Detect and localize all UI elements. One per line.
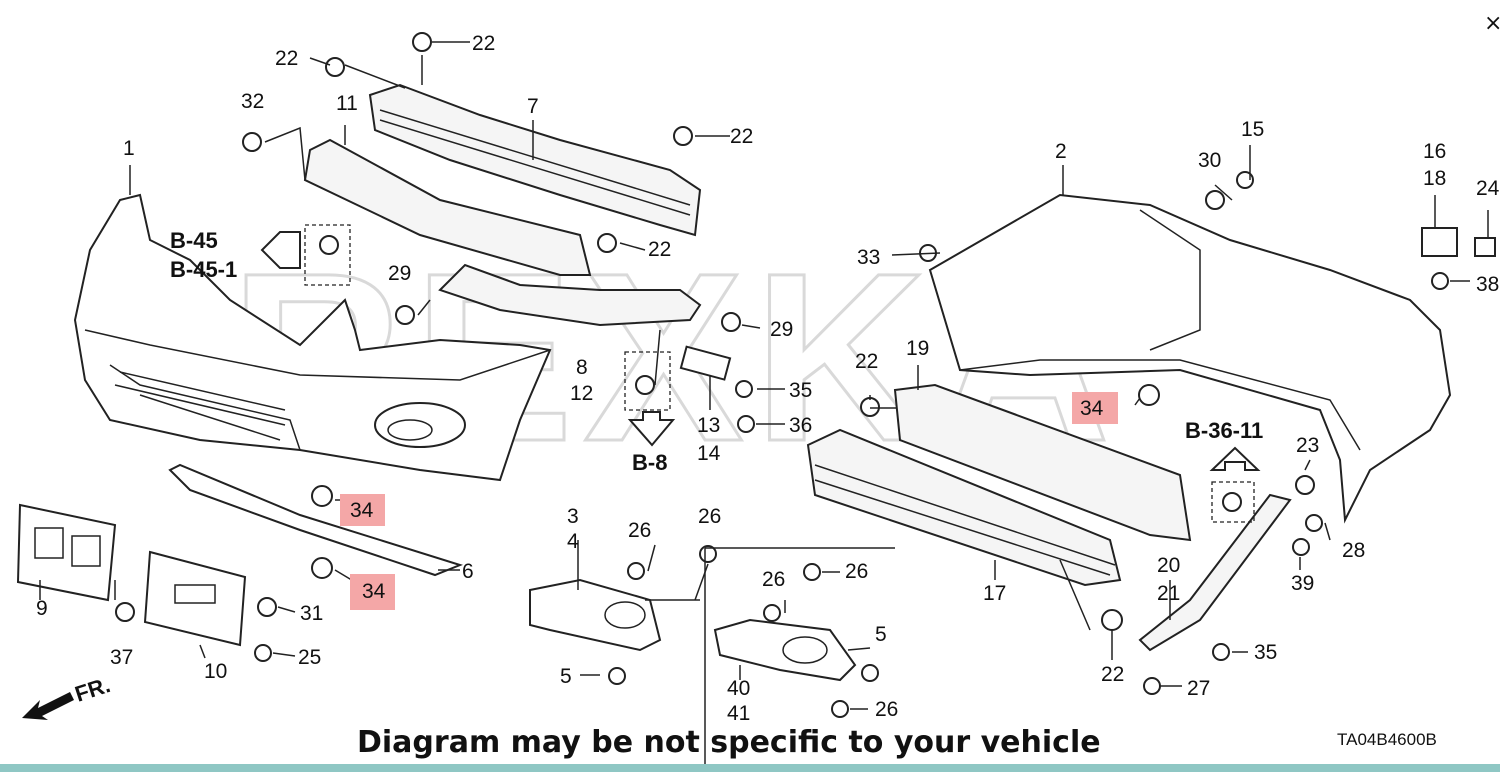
callout-26: 26 (875, 698, 898, 721)
callout-40: 40 (727, 677, 750, 700)
front-absorber (303, 138, 592, 276)
close-icon[interactable]: × (1484, 11, 1500, 36)
callout-41: 41 (727, 702, 750, 725)
callout-30: 30 (1198, 149, 1221, 172)
side-bracket (679, 345, 732, 381)
callout-20: 20 (1157, 554, 1180, 577)
callout-35: 35 (789, 379, 812, 402)
diagram-code: TA04B4600B (1337, 730, 1437, 749)
callout-16: 16 (1423, 140, 1446, 163)
rear-bumper-cover (928, 193, 1452, 524)
callout-2: 2 (1055, 140, 1067, 163)
callout-22: 22 (275, 47, 298, 70)
callout-31: 31 (300, 602, 323, 625)
fog-light-cover-right (713, 618, 857, 682)
callout-25: 25 (298, 646, 321, 669)
callout-5: 5 (875, 623, 887, 646)
callout-22: 22 (855, 350, 878, 373)
front-direction-arrow: FR. (22, 672, 113, 720)
callout-13: 13 (697, 414, 720, 437)
callout-37: 37 (110, 646, 133, 669)
callout-39: 39 (1291, 572, 1314, 595)
front-bumper-beam (368, 83, 702, 237)
callout-29: 29 (388, 262, 411, 285)
callout-21: 21 (1157, 582, 1180, 605)
callout-17: 17 (983, 582, 1006, 605)
callout-26: 26 (762, 568, 785, 591)
callout-19: 19 (906, 337, 929, 360)
detail-boxes (304, 224, 1255, 523)
callout-11: 11 (336, 92, 358, 115)
callout-27: 27 (1187, 677, 1210, 700)
ref-b45-1: B-45-1 (170, 257, 237, 282)
callout-22: 22 (472, 32, 495, 55)
fasteners (115, 32, 1449, 718)
fog-light-cover-left (529, 578, 662, 652)
callout-1: 1 (123, 137, 135, 160)
callout-15: 15 (1241, 118, 1264, 141)
callout-3: 3 (567, 505, 579, 528)
callout-22: 22 (648, 238, 671, 261)
callout-7: 7 (527, 95, 539, 118)
front-spacer-bracket (438, 263, 702, 327)
callout-26: 26 (698, 505, 721, 528)
callout-26: 26 (845, 560, 868, 583)
callout-9: 9 (36, 597, 48, 620)
ref-b45: B-45 (170, 228, 218, 253)
rear-side-spacer (1138, 493, 1292, 652)
highlight-34-b (350, 574, 395, 610)
callout-4: 4 (567, 530, 579, 553)
license-plate-base (143, 550, 247, 647)
callout-6: 6 (462, 560, 474, 583)
callout-26: 26 (628, 519, 651, 542)
callout-33: 33 (857, 246, 880, 269)
highlight-34-a (340, 494, 385, 526)
callout-38: 38 (1476, 273, 1499, 296)
rear-bumper-beam (806, 428, 1122, 587)
ref-b36-11: B-36-11 (1185, 418, 1263, 443)
callout-22: 22 (1101, 663, 1124, 686)
rear-absorber (893, 383, 1192, 542)
callout-12: 12 (570, 382, 593, 405)
rear-side-bracket (1421, 227, 1496, 257)
leader-lines (39, 41, 1489, 764)
callout-34: 34 (362, 580, 386, 603)
license-plate-frame (16, 503, 117, 602)
callout-23: 23 (1296, 434, 1319, 457)
callout-5: 5 (560, 665, 572, 688)
front-bumper-cover (73, 193, 552, 482)
callout-22: 22 (730, 125, 753, 148)
highlight-34-c (1072, 392, 1118, 424)
callout-36: 36 (789, 414, 812, 437)
direction-label: FR. (72, 672, 113, 707)
ref-b8: B-8 (632, 450, 667, 475)
callout-28: 28 (1342, 539, 1365, 562)
callout-18: 18 (1423, 167, 1446, 190)
callout-34: 34 (350, 499, 374, 522)
callout-34: 34 (1080, 397, 1104, 420)
callout-numbers: 22 22 32 11 7 22 1 22 29 29 8 12 35 13 3… (36, 32, 1500, 725)
callout-14: 14 (697, 442, 721, 465)
callout-24: 24 (1476, 177, 1500, 200)
reference-arrows (260, 231, 1261, 471)
bottom-bar (0, 764, 1500, 772)
callout-8: 8 (576, 356, 588, 379)
callout-32: 32 (241, 90, 264, 113)
callout-10: 10 (204, 660, 227, 683)
callout-29: 29 (770, 318, 793, 341)
callout-35: 35 (1254, 641, 1277, 664)
disclaimer-caption: Diagram may be not specific to your vehi… (357, 725, 1101, 760)
